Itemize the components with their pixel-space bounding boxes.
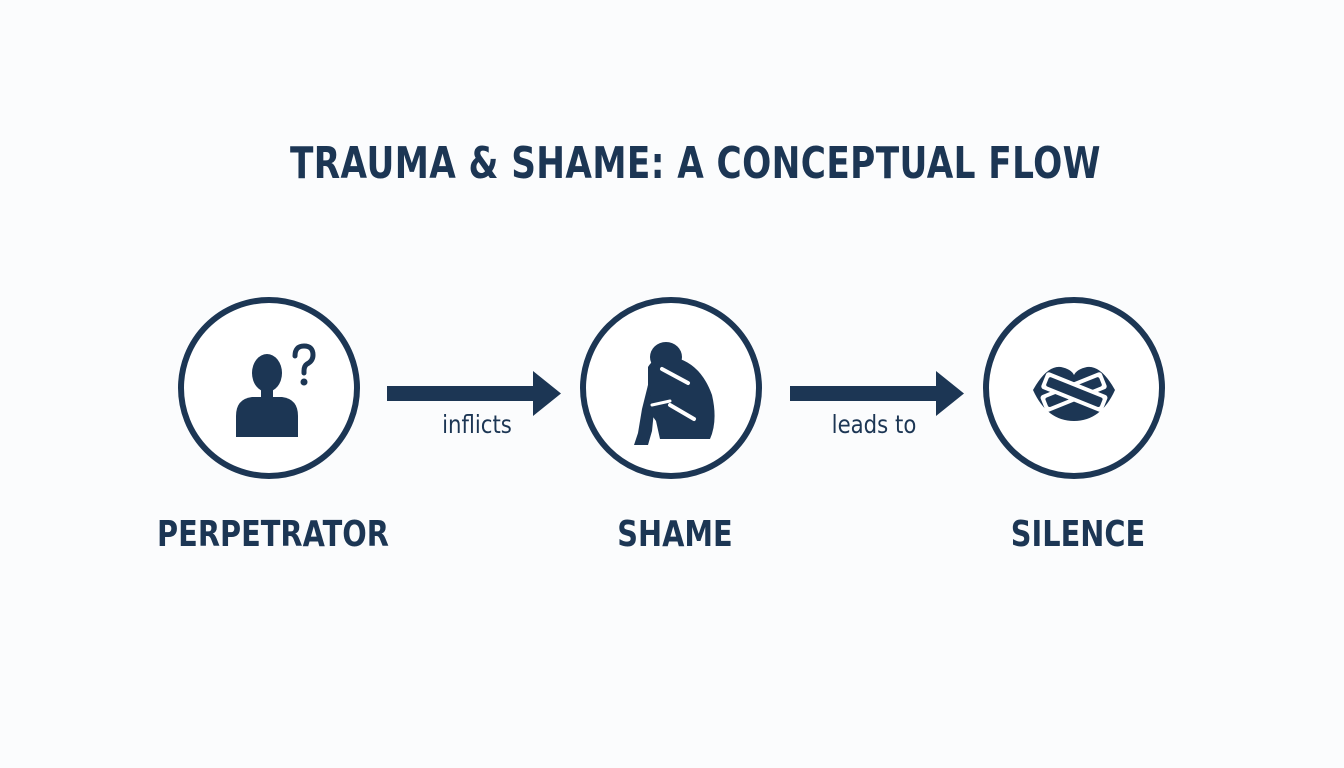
shame-label: SHAME [617,514,733,555]
leads-to-arrow [788,369,968,419]
shame-node [580,297,762,479]
inflicts-arrow [385,369,565,419]
perpetrator-node [178,297,360,479]
leads-to-label: leads to [831,410,917,439]
person-question-icon [236,343,316,437]
taped-mouth-icon [1033,366,1115,421]
perpetrator-label: PERPETRATOR [157,514,389,555]
silence-label: SILENCE [1010,514,1146,555]
diagram-title: TRAUMA & SHAME: A CONCEPTUAL FLOW [289,138,1101,189]
silence-node [983,297,1165,479]
huddled-person-icon [634,342,715,445]
inflicts-label: inflicts [442,410,512,439]
